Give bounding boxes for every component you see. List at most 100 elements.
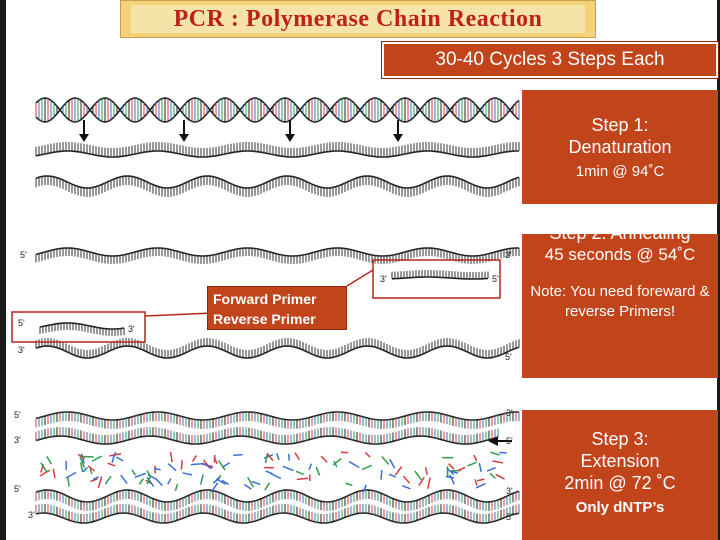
forward-primer-highlight bbox=[11, 311, 146, 343]
dntp-mark bbox=[264, 452, 269, 464]
dntp-mark bbox=[389, 458, 396, 469]
double-helix-strand bbox=[35, 97, 520, 123]
step-3-title-line2: Extension bbox=[580, 451, 660, 471]
dntp-mark bbox=[473, 454, 478, 462]
dntp-mark bbox=[201, 462, 213, 470]
dntp-mark bbox=[401, 485, 411, 490]
dntp-mark bbox=[418, 476, 425, 486]
dntp-mark bbox=[190, 463, 202, 466]
dntp-mark bbox=[448, 463, 455, 470]
dntp-mark bbox=[134, 472, 147, 479]
dntp-mark bbox=[295, 470, 304, 476]
step-3-detail: 2min @ 72 ˚C bbox=[564, 473, 676, 493]
denatured-top-backbone bbox=[35, 150, 519, 158]
dntp-mark bbox=[233, 453, 243, 457]
dntp-mark bbox=[445, 475, 455, 479]
dntp-mark bbox=[474, 479, 478, 486]
dntp-mark bbox=[216, 478, 227, 486]
step-2-note: Note: You need foreward & reverse Primer… bbox=[530, 283, 710, 320]
dntp-mark bbox=[490, 451, 500, 456]
dntp-mark bbox=[275, 452, 280, 461]
step-1-title-line1: Step 1: bbox=[591, 115, 649, 135]
dntp-mark bbox=[89, 468, 93, 475]
dntp-mark bbox=[294, 452, 301, 461]
strand-end-label: 3' bbox=[14, 435, 21, 445]
dntp-mark bbox=[82, 466, 89, 473]
denatured-strands bbox=[35, 142, 520, 197]
dntp-mark bbox=[182, 472, 193, 476]
dntp-mark bbox=[361, 464, 372, 471]
dntp-mark bbox=[222, 461, 231, 469]
dntp-mark bbox=[131, 469, 137, 476]
dntp-mark bbox=[174, 484, 179, 492]
slide-left-border bbox=[0, 0, 6, 540]
dntp-mark bbox=[180, 460, 183, 470]
strand-end-label: 3' bbox=[506, 408, 513, 418]
dntp-mark bbox=[364, 451, 371, 458]
strand-end-label: 3' bbox=[18, 345, 25, 355]
dntp-mark bbox=[296, 477, 309, 481]
dntp-mark bbox=[65, 471, 77, 479]
dntp-mark bbox=[146, 476, 155, 487]
dntp-mark bbox=[381, 455, 390, 465]
down-arrow-head bbox=[179, 134, 189, 142]
dntp-mark bbox=[77, 453, 86, 460]
dntp-mark bbox=[155, 478, 163, 487]
dntp-mark bbox=[107, 462, 116, 467]
dntp-mark bbox=[104, 475, 112, 485]
dntp-mark bbox=[97, 476, 103, 489]
dntp-mark bbox=[153, 467, 161, 471]
dntp-mark bbox=[191, 455, 198, 462]
dntp-mark bbox=[120, 474, 128, 485]
down-arrow-head bbox=[285, 134, 295, 142]
dntp-mark bbox=[362, 484, 367, 493]
strand-end-label: 5' bbox=[14, 410, 21, 420]
dntp-mark bbox=[169, 451, 173, 463]
dntp-mark bbox=[111, 455, 115, 464]
dntp-mark bbox=[264, 482, 271, 491]
dntp-mark bbox=[210, 482, 219, 493]
dntp-mark bbox=[79, 456, 86, 468]
dntp-mark bbox=[380, 469, 383, 480]
dntp-mark bbox=[146, 476, 152, 485]
step-1-panel: Step 1: Denaturation 1min @ 94˚C bbox=[522, 90, 718, 204]
dntp-mark bbox=[320, 455, 328, 463]
strand-end-label: 5' bbox=[492, 274, 499, 284]
dntp-mark bbox=[52, 468, 56, 479]
title-banner: PCR : Polymerase Chain Reaction bbox=[120, 0, 596, 38]
process-arrows bbox=[79, 120, 512, 446]
strand-end-label: 3' bbox=[505, 250, 512, 260]
forward-primer-label: Forward Primer bbox=[213, 291, 317, 307]
reverse-primer-highlight bbox=[372, 259, 501, 299]
dntp-mark bbox=[495, 473, 505, 480]
dntp-mark bbox=[424, 467, 428, 475]
dntp-mark bbox=[492, 460, 504, 464]
dntp-mark bbox=[457, 466, 466, 472]
dntp-mark bbox=[394, 466, 403, 476]
dntp-mark bbox=[87, 465, 96, 472]
dntp-mark bbox=[476, 478, 485, 482]
strand-end-label: 5' bbox=[14, 484, 21, 494]
dntp-mark bbox=[39, 469, 51, 477]
dntp-mark bbox=[221, 479, 230, 486]
strand-end-label: 5' bbox=[18, 318, 25, 328]
strand-end-label: 3' bbox=[28, 510, 35, 520]
strand-end-label: 5' bbox=[506, 512, 513, 522]
step-3-note: Only dNTP’s bbox=[575, 499, 665, 516]
dntp-mark bbox=[90, 478, 98, 483]
dntp-mark bbox=[348, 460, 360, 469]
dntp-mark bbox=[91, 455, 103, 462]
title-banner-inner: PCR : Polymerase Chain Reaction bbox=[131, 5, 585, 33]
strand-end-label: 5' bbox=[505, 352, 512, 362]
strand-end-labels: 5'3'3'5'5'3'3'5'5'3'3'5'5'3'3'5' bbox=[14, 250, 513, 522]
dntp-mark bbox=[213, 456, 218, 465]
dntp-mark bbox=[217, 460, 226, 471]
dntp-mark bbox=[116, 456, 124, 462]
free-nucleotides bbox=[39, 451, 507, 493]
dntp-mark bbox=[345, 482, 353, 487]
dntp-mark bbox=[80, 453, 85, 464]
dntp-mark bbox=[332, 458, 342, 466]
dntp-mark bbox=[199, 474, 204, 485]
dntp-mark bbox=[266, 453, 274, 462]
